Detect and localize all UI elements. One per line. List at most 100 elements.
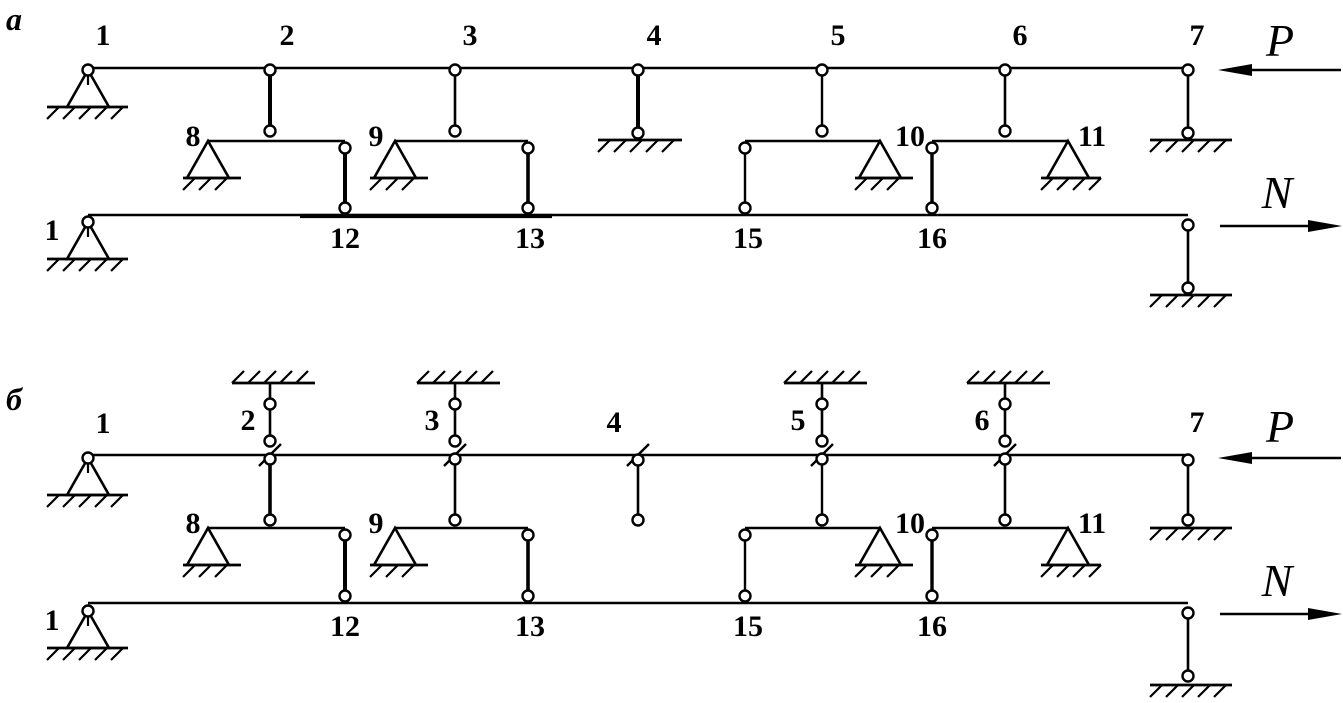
ground-hatch xyxy=(198,177,212,191)
ground-node-7 xyxy=(1149,138,1232,153)
node-label-9: 9 xyxy=(369,120,384,153)
node-label-13: 13 xyxy=(515,222,545,255)
ground-hatch xyxy=(263,370,277,384)
hinges xyxy=(81,63,1195,295)
node-label-top-2: 2 xyxy=(280,19,295,52)
ground-hatch xyxy=(214,564,228,578)
hinge-restraint-3-top xyxy=(448,397,462,411)
hinge-link-2-bottom xyxy=(263,124,277,138)
ground-hatch xyxy=(1213,294,1227,308)
ground-hatch xyxy=(62,258,76,272)
load-arrow-p xyxy=(1218,452,1341,464)
ground-hatch xyxy=(597,139,611,153)
ground-hatch xyxy=(46,258,60,272)
hinge-node-16 xyxy=(925,589,939,603)
members xyxy=(88,66,1190,288)
ground-hatch xyxy=(1165,294,1179,308)
node-label-top-1: 1 xyxy=(96,407,111,440)
pin-support-11 xyxy=(1040,138,1102,191)
load-arrow-n-head xyxy=(1308,220,1342,232)
ground-hatch xyxy=(629,139,643,153)
load-arrow-n-head xyxy=(1308,608,1342,620)
hinge-node-5 xyxy=(815,452,829,466)
ground-hatch xyxy=(1149,527,1163,541)
ground-hatch xyxy=(1149,294,1163,308)
node-label-16: 16 xyxy=(917,222,947,255)
scheme-a-structure xyxy=(46,63,1342,308)
node-label-13: 13 xyxy=(515,610,545,643)
ground-above-node-2 xyxy=(231,370,315,385)
hinge-node-15 xyxy=(738,201,752,215)
ground-hatch xyxy=(854,564,868,578)
scheme-a-labels: а 1 2 3 4 5 6 7 8 9 10 11 1 12 13 15 16 … xyxy=(6,1,1295,255)
node-label-11: 11 xyxy=(1078,120,1106,153)
hinge-link-4-bottom xyxy=(631,513,645,527)
pin-support-9 xyxy=(369,138,428,191)
ground-hatch xyxy=(1072,177,1086,191)
hinge-node-16 xyxy=(925,201,939,215)
hinge-node-1-bottom xyxy=(81,215,95,229)
ground-hatch xyxy=(815,370,829,384)
node-label-top-4: 4 xyxy=(607,406,622,439)
loads xyxy=(1218,64,1342,232)
node-label-top-3: 3 xyxy=(425,404,440,437)
ground-hatch xyxy=(110,106,124,120)
ground-hatch xyxy=(1197,139,1211,153)
ground-above-node-6 xyxy=(966,370,1050,385)
hinge-restraint-6-top xyxy=(998,397,1012,411)
hinge-bottom-right-bottom xyxy=(1181,669,1195,683)
hinge-restraint-2-top xyxy=(263,397,277,411)
supports xyxy=(46,67,1232,308)
ground-hatch xyxy=(78,258,92,272)
ground-hatch xyxy=(1197,294,1211,308)
hinge-link-12-top xyxy=(338,141,352,155)
ground-hatch xyxy=(295,370,309,384)
hinge-link-13-top xyxy=(521,141,535,155)
node-label-top-5: 5 xyxy=(791,404,806,437)
ground-hatch xyxy=(1181,139,1195,153)
node-label-top-7: 7 xyxy=(1190,19,1205,52)
ground-hatch xyxy=(1181,294,1195,308)
ground-hatch xyxy=(231,370,245,384)
hinge-node-3 xyxy=(448,452,462,466)
node-label-8: 8 xyxy=(186,120,201,153)
hinge-link-7-bottom xyxy=(1181,126,1195,140)
scheme-a: а 1 2 3 4 5 6 7 8 9 10 11 1 12 13 15 16 … xyxy=(6,1,1342,308)
node-label-top-2: 2 xyxy=(241,404,256,437)
pin-support-node-1-bottom xyxy=(46,608,128,661)
node-label-bottom-1: 1 xyxy=(45,604,60,637)
hinge-link-3-bottom xyxy=(448,513,462,527)
hinge-link-2-bottom xyxy=(263,513,277,527)
load-arrow-n xyxy=(1220,608,1342,620)
hinge-link-16-top xyxy=(925,141,939,155)
ground-hatch xyxy=(886,564,900,578)
pin-support-8 xyxy=(182,138,241,191)
ground-hatch xyxy=(1040,177,1054,191)
ground-above-node-3 xyxy=(416,370,500,385)
ground-hatch xyxy=(385,177,399,191)
hinge-restraint-6-bottom xyxy=(998,434,1012,448)
support-ground xyxy=(369,176,428,191)
hinge-link-13-top xyxy=(521,528,535,542)
hinge-node-13 xyxy=(521,589,535,603)
scheme-b-label: б xyxy=(6,381,24,417)
ground-hatch xyxy=(369,177,383,191)
node-label-11: 11 xyxy=(1078,507,1106,540)
ground-hatch xyxy=(870,177,884,191)
node-label-top-4: 4 xyxy=(647,19,662,52)
hinge-link-16-top xyxy=(925,528,939,542)
hinge-link-5-bottom xyxy=(815,513,829,527)
ground-hatch xyxy=(385,564,399,578)
node-label-8: 8 xyxy=(186,507,201,540)
hinge-node-2 xyxy=(263,452,277,466)
node-label-10: 10 xyxy=(895,507,925,540)
node-label-top-5: 5 xyxy=(831,19,846,52)
scheme-a-label: а xyxy=(6,1,22,37)
loads xyxy=(1218,452,1342,620)
pin-support-node-1-top xyxy=(46,455,128,508)
ground-hatch xyxy=(831,370,845,384)
hinge-link-7-bottom xyxy=(1181,513,1195,527)
node-label-top-3: 3 xyxy=(463,19,478,52)
hinge-node-4 xyxy=(631,453,645,467)
